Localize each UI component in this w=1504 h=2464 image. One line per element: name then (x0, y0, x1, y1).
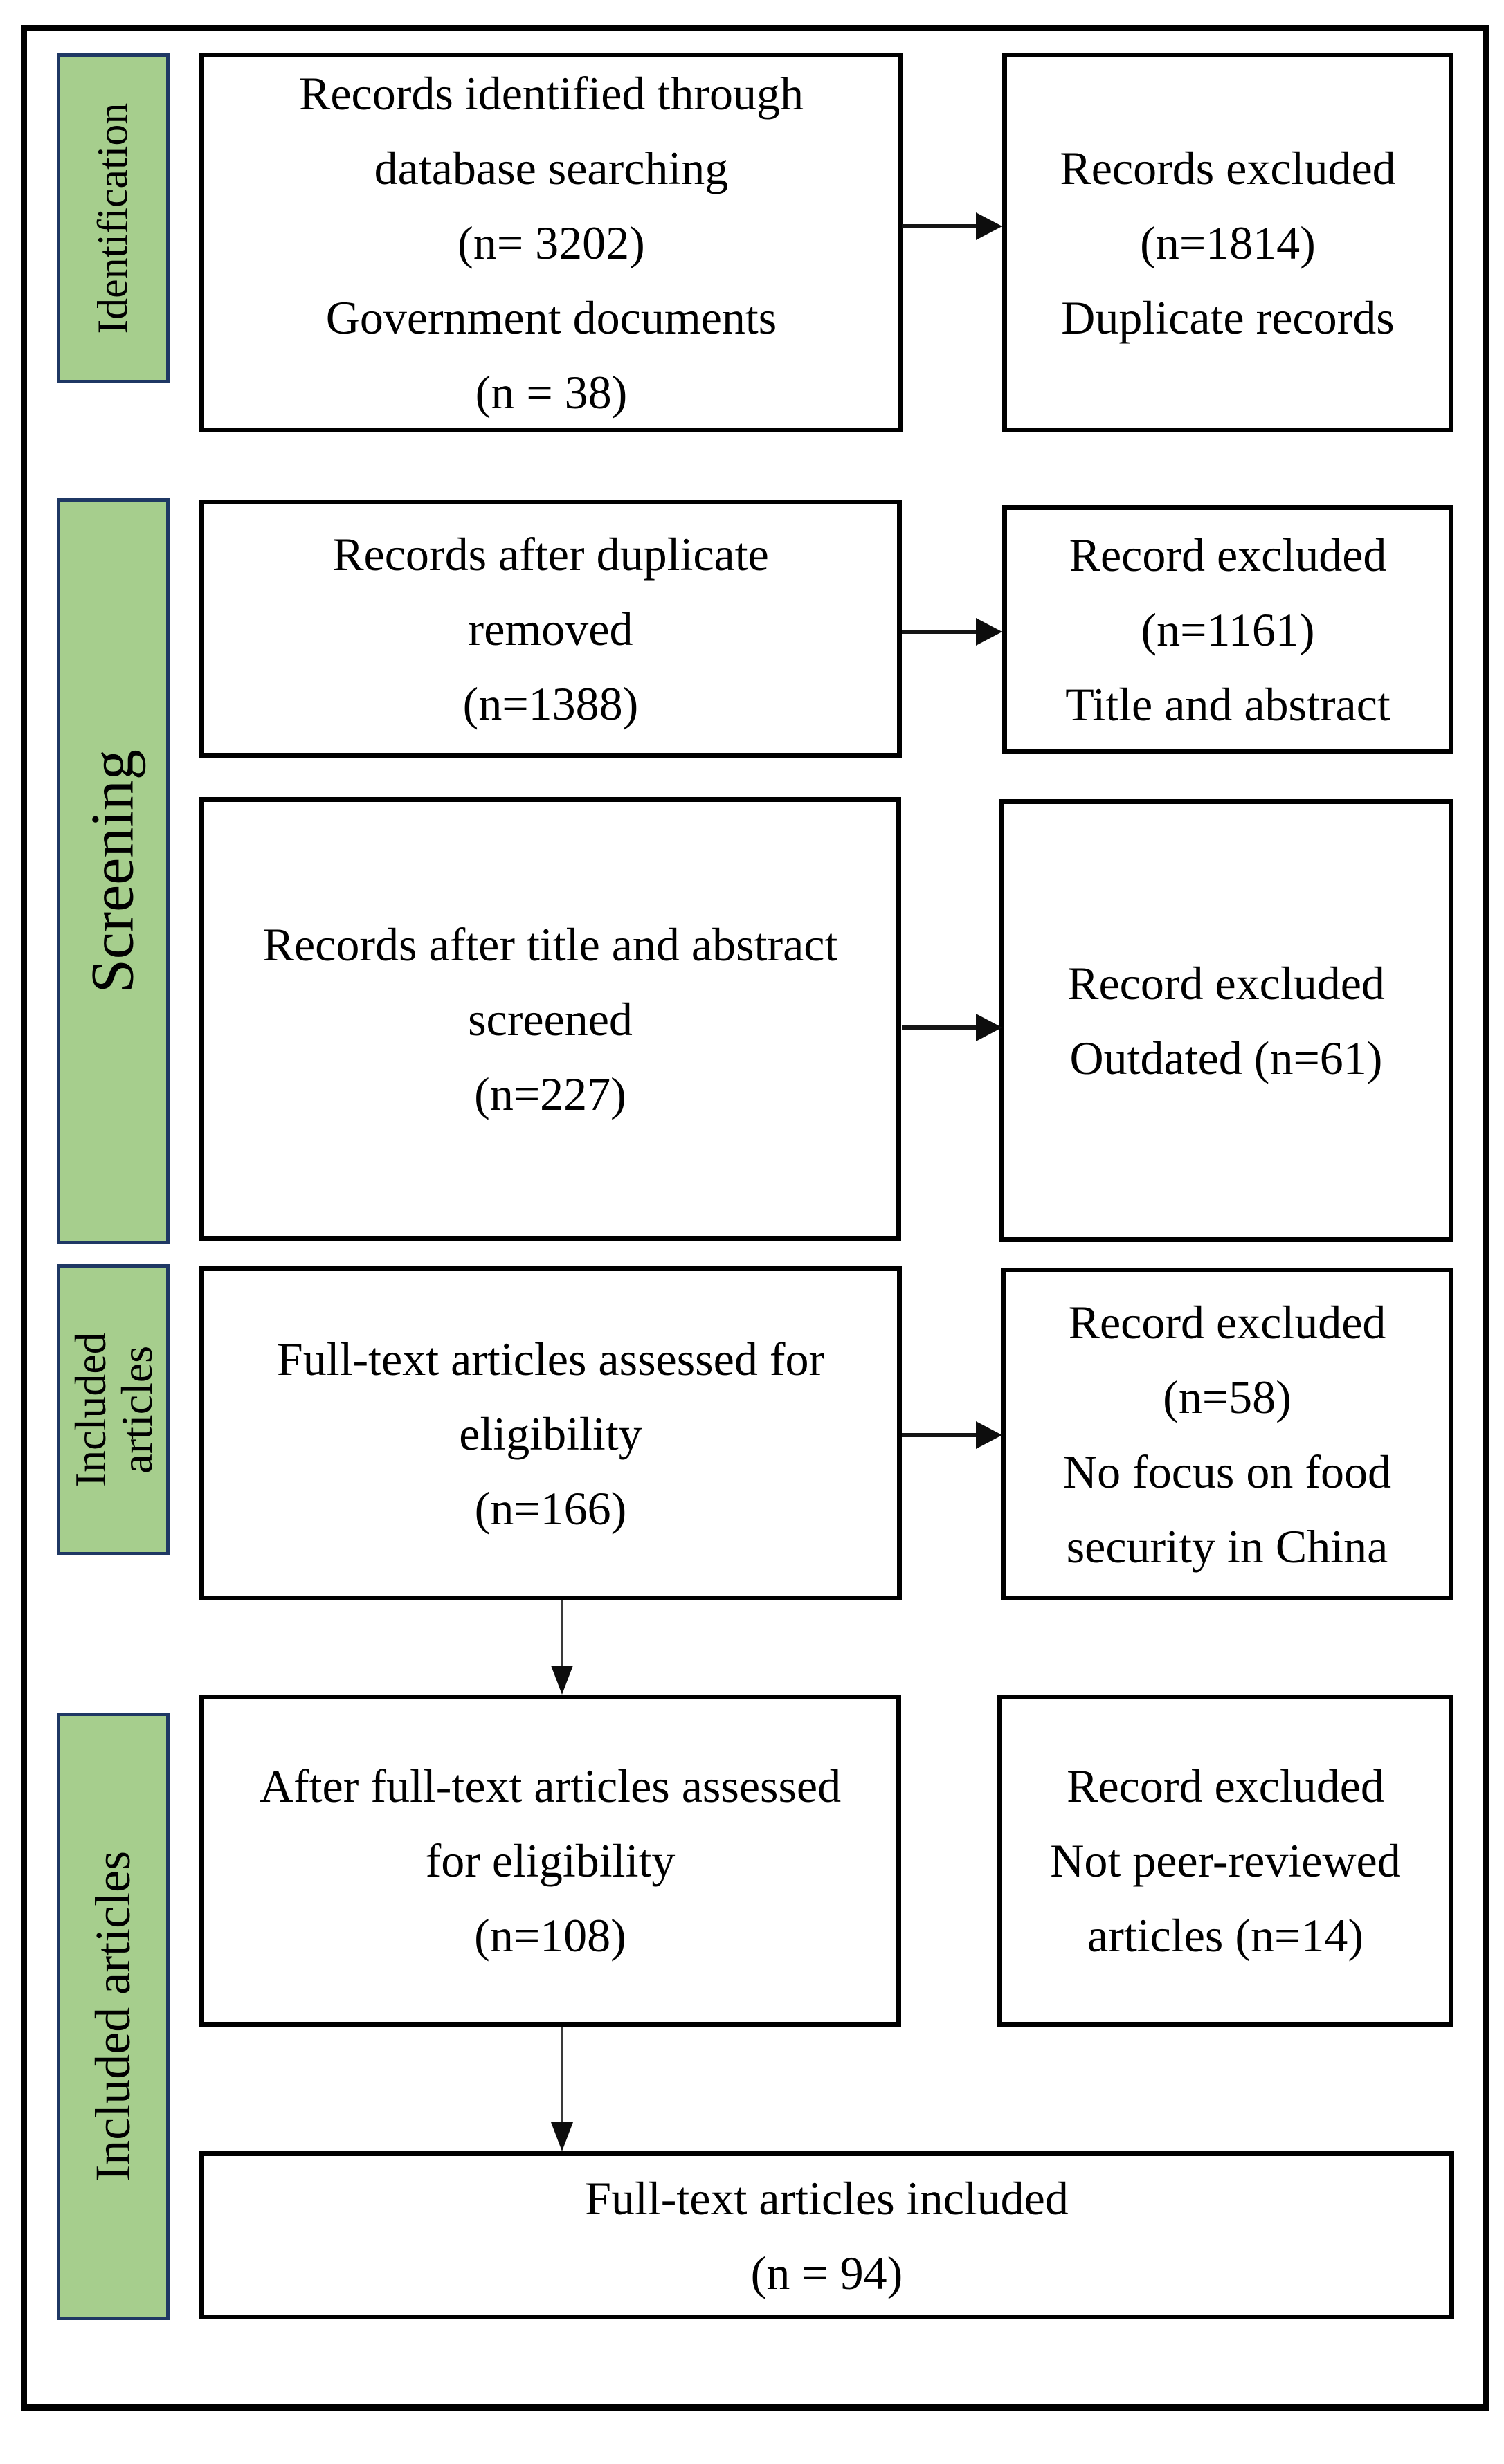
box-text-line: Record excluded (1067, 957, 1385, 1010)
arrow-head-icon (551, 2122, 573, 2151)
arrow-shaft (902, 1025, 979, 1030)
box-text-line: eligibility (459, 1407, 642, 1460)
outer-border (21, 25, 1489, 2411)
box-text-line: No focus on food (1062, 1445, 1392, 1498)
box-title-abstract-screened: Records after title and abstract screene… (199, 797, 901, 1241)
stage-included-articles-2: Included articles (57, 1713, 170, 2320)
arrow-shaft (902, 630, 979, 634)
box-text-line: (n=1388) (462, 677, 639, 730)
arrow-shaft (561, 2027, 563, 2126)
box-after-fulltext-assessed: After full-text articles assessed for el… (199, 1695, 901, 2027)
box-text-line: Title and abstract (1065, 678, 1390, 731)
box-text-line: (n = 94) (750, 2246, 903, 2299)
arrow-assessed-to-after-assessed (550, 1600, 574, 1695)
box-text-line: (n=1814) (1140, 216, 1316, 269)
box-text-line: security in China (1066, 1520, 1388, 1573)
box-text-line: Not peer-reviewed (1050, 1834, 1401, 1887)
box-excluded-not-peer-reviewed: Record excluded Not peer-reviewed articl… (997, 1695, 1453, 2027)
box-fulltext-included: Full-text articles included (n = 94) (199, 2151, 1454, 2319)
arrow-head-icon (976, 212, 1002, 240)
box-text-line: (n = 38) (475, 365, 628, 419)
box-after-duplicate-removed: Records after duplicate removed (n=1388) (199, 500, 902, 758)
arrow-shaft (902, 1433, 979, 1437)
stage-label-line: Included (65, 1332, 115, 1488)
stage-label: Included articles (84, 1851, 141, 2182)
box-text-line: Records after duplicate (332, 527, 769, 581)
box-text-line: Full-text articles included (585, 2171, 1069, 2225)
box-excluded-no-focus: Record excluded (n=58) No focus on food … (1001, 1268, 1453, 1600)
stage-label: Identification (89, 102, 136, 334)
box-text-line: (n= 3202) (457, 216, 645, 269)
stage-label: Included articles (65, 1332, 161, 1488)
box-text-line: Record excluded (1067, 1760, 1384, 1812)
arrow-to-included (550, 2027, 574, 2151)
stage-included-articles-1: Included articles (57, 1264, 170, 1555)
box-text-line: database searching (374, 141, 729, 194)
stage-screening: Screening (57, 498, 170, 1244)
stage-identification: Identification (57, 53, 170, 383)
box-text-line: (n=166) (474, 1481, 627, 1535)
box-text-line: (n=227) (474, 1067, 626, 1120)
box-text-line: Records excluded (1060, 141, 1396, 194)
box-excluded-title-abstract: Record excluded (n=1161) Title and abstr… (1002, 505, 1453, 754)
box-text-line: Government documents (325, 291, 777, 344)
stage-label-line: articles (111, 1346, 161, 1474)
box-text-line: (n=108) (474, 1909, 626, 1962)
box-text-line: Record excluded (1069, 529, 1387, 581)
box-text-line: Records identified through (299, 66, 804, 120)
box-text-line: After full-text articles assessed (259, 1760, 842, 1812)
box-text-line: screened (468, 992, 633, 1046)
box-fulltext-assessed: Full-text articles assessed for eligibil… (199, 1266, 902, 1600)
arrow-head-icon (976, 1014, 1002, 1041)
box-text-line: Duplicate records (1061, 291, 1395, 344)
box-text-line: Outdated (n=61) (1069, 1032, 1383, 1084)
box-text-line: (n=1161) (1141, 603, 1315, 656)
stage-label: Screening (79, 749, 147, 993)
box-text-line: removed (468, 602, 633, 655)
arrow-head-icon (976, 1421, 1002, 1449)
box-text-line: articles (n=14) (1087, 1909, 1363, 1962)
box-text-line: Records after title and abstract (262, 918, 838, 971)
box-excluded-duplicates: Records excluded (n=1814) Duplicate reco… (1002, 53, 1453, 432)
box-text-line: Record excluded (1068, 1295, 1386, 1349)
box-records-identified: Records identified through database sear… (199, 53, 903, 432)
arrow-shaft (561, 1600, 563, 1670)
arrow-shaft (902, 224, 979, 228)
arrow-head-icon (551, 1666, 573, 1695)
box-text-line: (n=58) (1163, 1370, 1292, 1423)
box-excluded-outdated: Record excluded Outdated (n=61) (999, 799, 1453, 1242)
box-text-line: for eligibility (425, 1834, 676, 1887)
arrow-head-icon (976, 618, 1002, 646)
box-text-line: Full-text articles assessed for (276, 1332, 825, 1385)
